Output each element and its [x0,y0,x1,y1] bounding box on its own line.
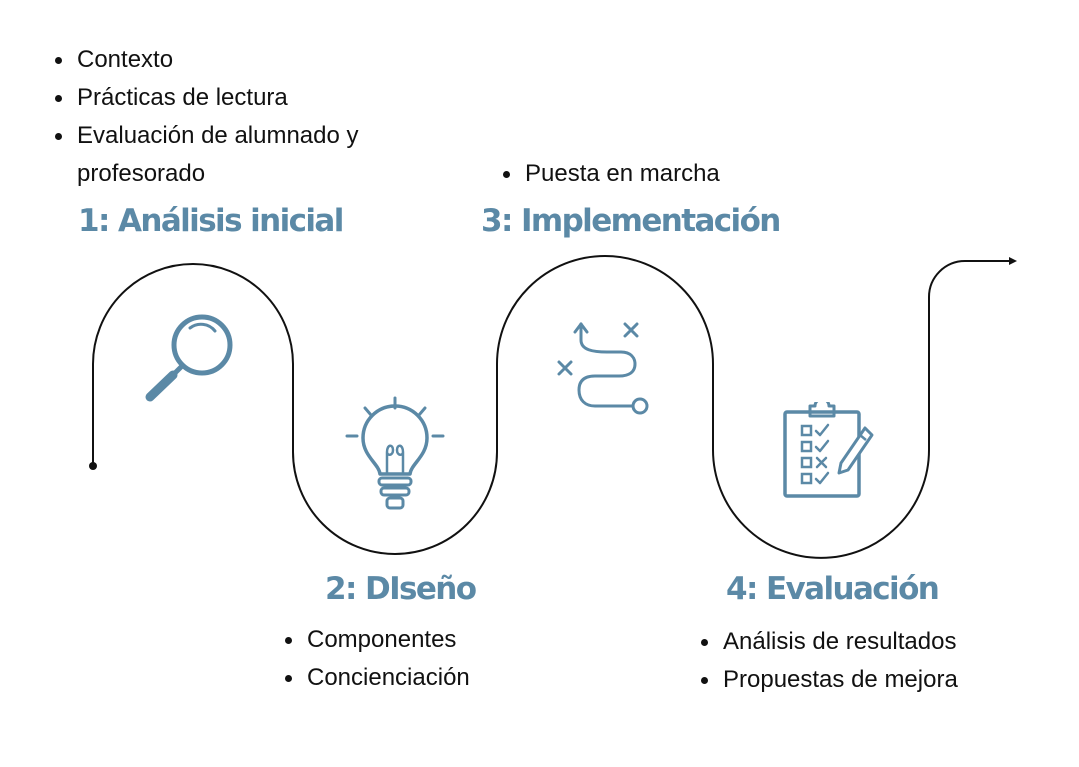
bullet-item: Contexto [52,41,392,79]
bullet-item: Prácticas de lectura [52,79,392,117]
stage-1-bullets: Contexto Prácticas de lectura Evaluación… [52,41,392,193]
path-start-dot [89,462,97,470]
lightbulb-icon [345,396,445,510]
bullet-item: Evaluación de alumnado y profesorado [52,117,392,193]
path-end-arrowhead [1009,257,1017,265]
stage-3-bullets: Puesta en marcha [500,155,720,193]
magnifying-glass-icon [145,314,233,402]
bullet-item: Análisis de resultados [698,623,958,661]
stage-2-bullets: Componentes Concienciación [282,621,470,697]
bullet-item: Componentes [282,621,470,659]
stage-2-title: 2: DIseño [325,571,477,607]
stage-1-title: 1: Análisis inicial [78,203,344,239]
bullet-item: Concienciación [282,659,470,697]
stage-4-title: 4: Evaluación [726,571,940,607]
process-path-line [92,255,1010,559]
clipboard-checklist-icon [783,402,874,498]
stage-4-bullets: Análisis de resultados Propuestas de mej… [698,623,958,699]
route-plan-icon [557,322,649,415]
bullet-item: Puesta en marcha [500,155,720,193]
bullet-item: Propuestas de mejora [698,661,958,699]
stage-3-title: 3: Implementación [481,203,781,239]
